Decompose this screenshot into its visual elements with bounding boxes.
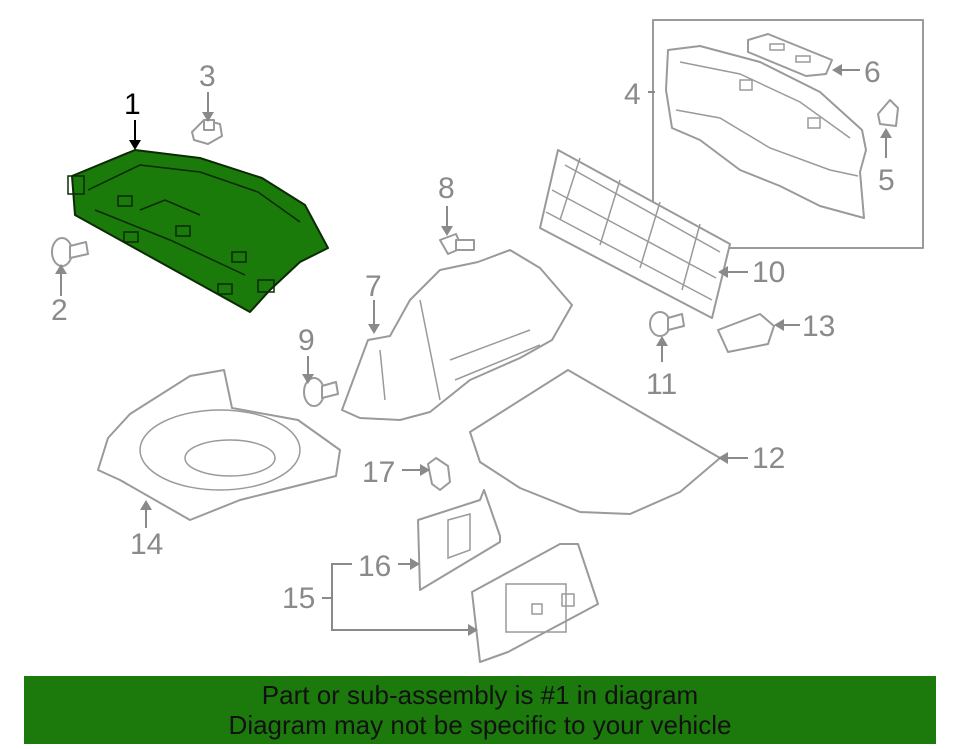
part-1-package-tray[interactable] <box>67 149 329 313</box>
part-8-bolt[interactable] <box>439 233 475 255</box>
part-6-strip[interactable] <box>747 33 833 77</box>
callout-3: 3 <box>199 60 216 93</box>
callout-4: 4 <box>624 78 641 111</box>
callout-8: 8 <box>438 172 455 205</box>
info-banner: Part or sub-assembly is #1 in diagram Di… <box>24 676 936 744</box>
part-12-floor-mat[interactable] <box>469 369 721 515</box>
callout-14: 14 <box>130 528 163 561</box>
part-9-clip[interactable] <box>303 377 339 407</box>
callout-11: 11 <box>646 368 677 401</box>
part-17-bracket[interactable] <box>427 457 451 491</box>
callout-2: 2 <box>51 294 68 327</box>
callout-9: 9 <box>298 324 315 357</box>
callout-10: 10 <box>752 256 785 289</box>
leader-lines <box>55 64 892 636</box>
callout-17: 17 <box>362 456 395 489</box>
part-3-nut[interactable] <box>191 119 223 145</box>
part-5-bracket[interactable] <box>877 99 899 127</box>
part-14-tub[interactable] <box>97 369 341 521</box>
callout-1: 1 <box>124 88 141 121</box>
part-2-clip[interactable] <box>51 237 89 267</box>
callout-12: 12 <box>752 442 785 475</box>
banner-line-1: Part or sub-assembly is #1 in diagram <box>261 680 699 710</box>
callout-5: 5 <box>878 164 895 197</box>
part-10-cargo-net[interactable] <box>539 149 731 319</box>
part-13-lamp[interactable] <box>717 313 775 353</box>
banner-line-2: Diagram may not be specific to your vehi… <box>228 710 732 740</box>
part-16-panel[interactable] <box>417 489 501 591</box>
callout-6: 6 <box>864 56 881 89</box>
callout-15: 15 <box>282 582 315 615</box>
callout-16: 16 <box>358 550 391 583</box>
part-15-organizer[interactable] <box>471 543 599 663</box>
part-7-side-trim[interactable] <box>341 249 573 421</box>
callout-7: 7 <box>365 270 382 303</box>
callout-13: 13 <box>802 310 835 343</box>
part-11-clip[interactable] <box>649 311 685 337</box>
